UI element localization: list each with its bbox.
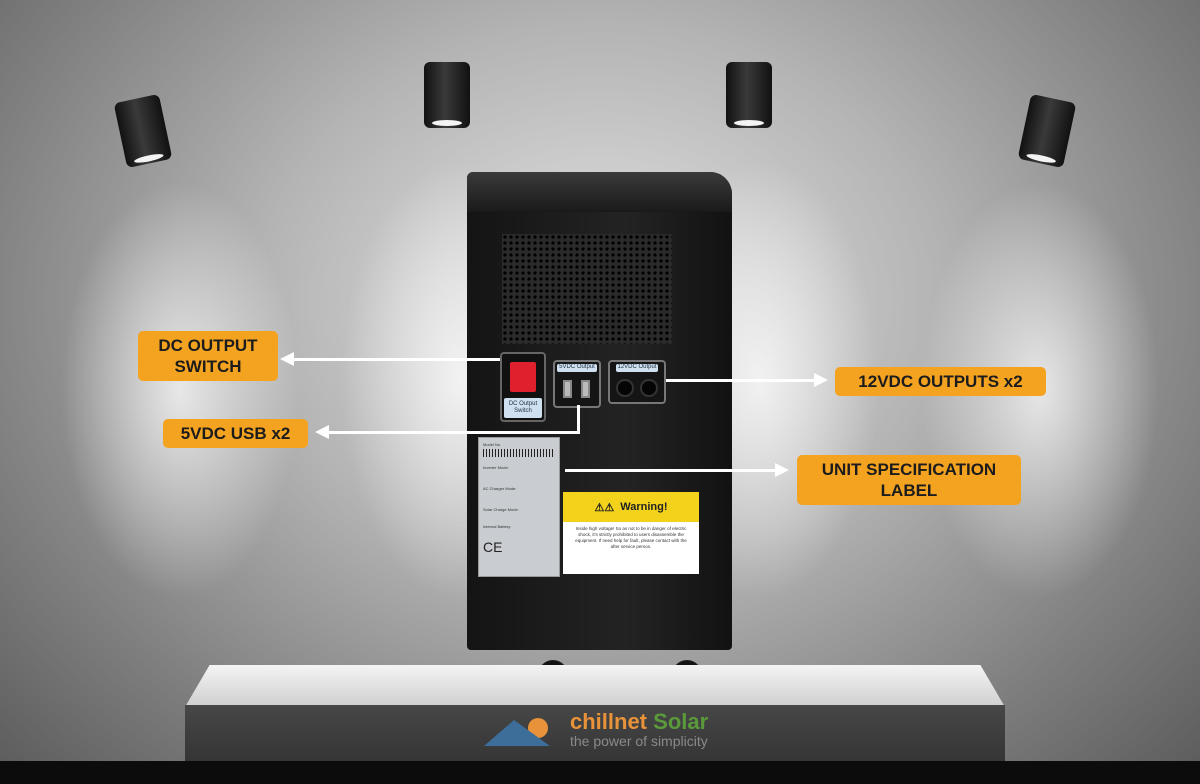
- callout-line: [328, 431, 580, 434]
- spec-line: Model No.: [483, 442, 502, 447]
- callout-12vdc: 12VDC OUTPUTS x2: [835, 367, 1046, 396]
- callout-line: [565, 469, 777, 472]
- callout-text: UNIT SPECIFICATION: [821, 460, 997, 479]
- spec-line: Inverter Mode:: [483, 465, 509, 470]
- arrow-left-icon: [280, 352, 294, 366]
- callout-spec-label: UNIT SPECIFICATION LABEL: [797, 455, 1021, 505]
- spotlight-icon: [1017, 93, 1077, 169]
- brand-name-1: chillnet: [570, 709, 648, 734]
- dc12-tag: 12VDC Output: [616, 364, 658, 372]
- vent-grill: [502, 234, 672, 344]
- dc-jack[interactable]: [640, 379, 658, 397]
- callout-text: DC OUTPUT: [158, 336, 258, 355]
- ce-mark: CE: [483, 539, 503, 555]
- warning-text: Inside high voltage! So as not to be in …: [575, 526, 687, 549]
- brand-tagline: the power of simplicity: [570, 733, 708, 749]
- brand-logo: chillnet Solar the power of simplicity: [480, 708, 708, 752]
- callout-usb: 5VDC USB x2: [163, 419, 308, 448]
- spotlight-glow: [60, 180, 300, 600]
- brand-name-2: Solar: [653, 709, 709, 734]
- spec-label: Model No. Inverter Mode: AC Charger Mode…: [478, 437, 560, 577]
- usb-port-panel: 5VDC Output: [553, 360, 601, 408]
- dc-output-switch[interactable]: DC Output Switch: [500, 352, 546, 422]
- arrow-right-icon: [775, 463, 789, 477]
- unit-lid: [467, 172, 732, 212]
- dc-jack[interactable]: [616, 379, 634, 397]
- dc12-port-panel: 12VDC Output: [608, 360, 666, 404]
- callout-text: SWITCH: [174, 357, 242, 376]
- warning-triangle-icon: ⚠⚠: [594, 501, 615, 514]
- spec-line: Internal Battery:: [483, 524, 512, 529]
- spotlight-icon: [726, 62, 772, 128]
- callout-line: [292, 358, 500, 361]
- shelf-front: [185, 705, 1005, 761]
- callout-line: [666, 379, 816, 382]
- usb-tag: 5VDC Output: [557, 364, 597, 372]
- house-sun-icon: [484, 718, 550, 746]
- callout-dc-switch: DC OUTPUT SWITCH: [138, 331, 278, 381]
- usb-port[interactable]: [581, 380, 590, 398]
- switch-tag: DC Output Switch: [504, 398, 542, 418]
- rocker-switch[interactable]: [510, 362, 536, 392]
- callout-line: [577, 405, 580, 433]
- floor: [0, 761, 1200, 784]
- usb-port[interactable]: [563, 380, 572, 398]
- spec-line: Solar Charge Mode:: [483, 507, 519, 512]
- callout-text: LABEL: [880, 481, 938, 500]
- warning-label: ⚠⚠ Warning! Inside high voltage! So as no…: [563, 492, 699, 574]
- arrow-left-icon: [315, 425, 329, 439]
- spotlight-icon: [424, 62, 470, 128]
- spotlight-icon: [113, 93, 173, 169]
- power-station-unit: DC Output Switch 5VDC Output 12VDC Outpu…: [467, 172, 732, 650]
- spec-line: AC Charger Mode:: [483, 486, 517, 491]
- warning-title: Warning!: [620, 501, 668, 513]
- shelf-top: [185, 665, 1005, 707]
- barcode: [483, 449, 555, 457]
- arrow-right-icon: [814, 373, 828, 387]
